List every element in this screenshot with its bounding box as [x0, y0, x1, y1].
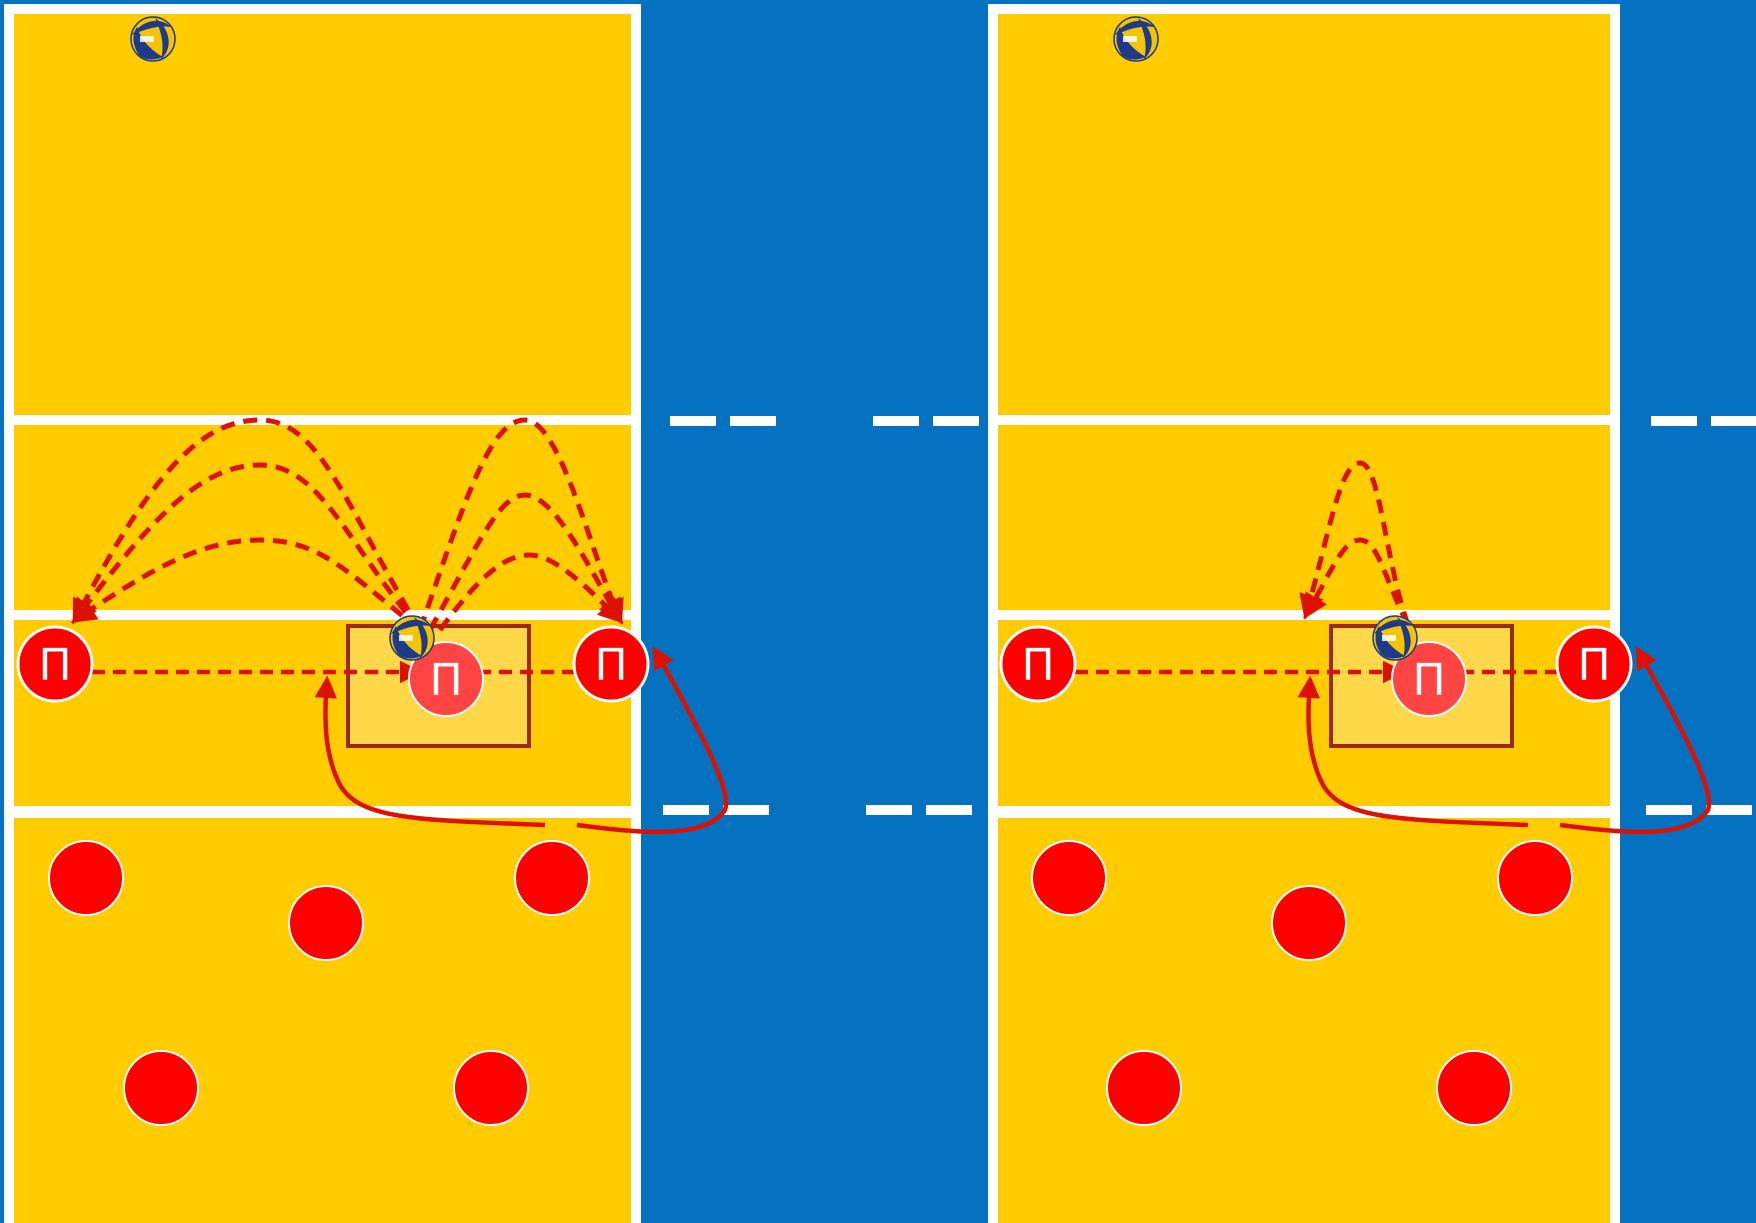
player-setter: П	[408, 641, 484, 717]
back-player	[288, 885, 364, 961]
player-label: П	[594, 640, 627, 691]
pass-arc	[70, 537, 422, 632]
pass-arc	[71, 462, 422, 632]
player-left: П	[999, 625, 1077, 703]
player-right: П	[1555, 625, 1633, 703]
back-player	[514, 840, 590, 916]
movement-path-segment	[314, 675, 546, 828]
player-left: П	[16, 625, 94, 703]
back-player	[123, 1050, 199, 1126]
back-player	[1436, 1050, 1512, 1126]
back-player	[453, 1050, 529, 1126]
pass-arc	[427, 492, 623, 632]
movement-path	[314, 646, 729, 835]
ball-icon	[1113, 16, 1159, 62]
back-row-players	[1031, 840, 1573, 1126]
pass-arc	[437, 552, 624, 632]
movement-path-segment	[1297, 675, 1529, 828]
setter-label: П	[429, 655, 462, 706]
back-player	[1106, 1050, 1182, 1126]
player-label: П	[38, 640, 71, 691]
pass-arc	[72, 417, 423, 632]
pass-arcs	[70, 417, 624, 632]
player-right: П	[572, 625, 650, 703]
ball-icon	[1372, 615, 1418, 661]
movement-path-segment	[1559, 646, 1712, 835]
ball-icon	[130, 16, 176, 62]
movement-path	[1297, 646, 1712, 835]
back-player	[1031, 840, 1107, 916]
movement-path-segment	[576, 646, 729, 835]
pass-arc	[417, 417, 624, 631]
player-setter: П	[1391, 641, 1467, 717]
back-player	[1497, 840, 1573, 916]
pass-arc	[1303, 537, 1411, 627]
pass-arcs	[1299, 460, 1411, 627]
left-diagram: П П П	[4, 4, 980, 1223]
back-player	[1271, 885, 1347, 961]
pass-arc	[1299, 460, 1411, 626]
back-player	[48, 840, 124, 916]
player-label: П	[1577, 640, 1610, 691]
setter-label: П	[1412, 655, 1445, 706]
back-row-players	[48, 840, 590, 1126]
right-diagram: П П П	[988, 4, 1756, 1223]
ball-icon	[389, 615, 435, 661]
player-label: П	[1021, 640, 1054, 691]
